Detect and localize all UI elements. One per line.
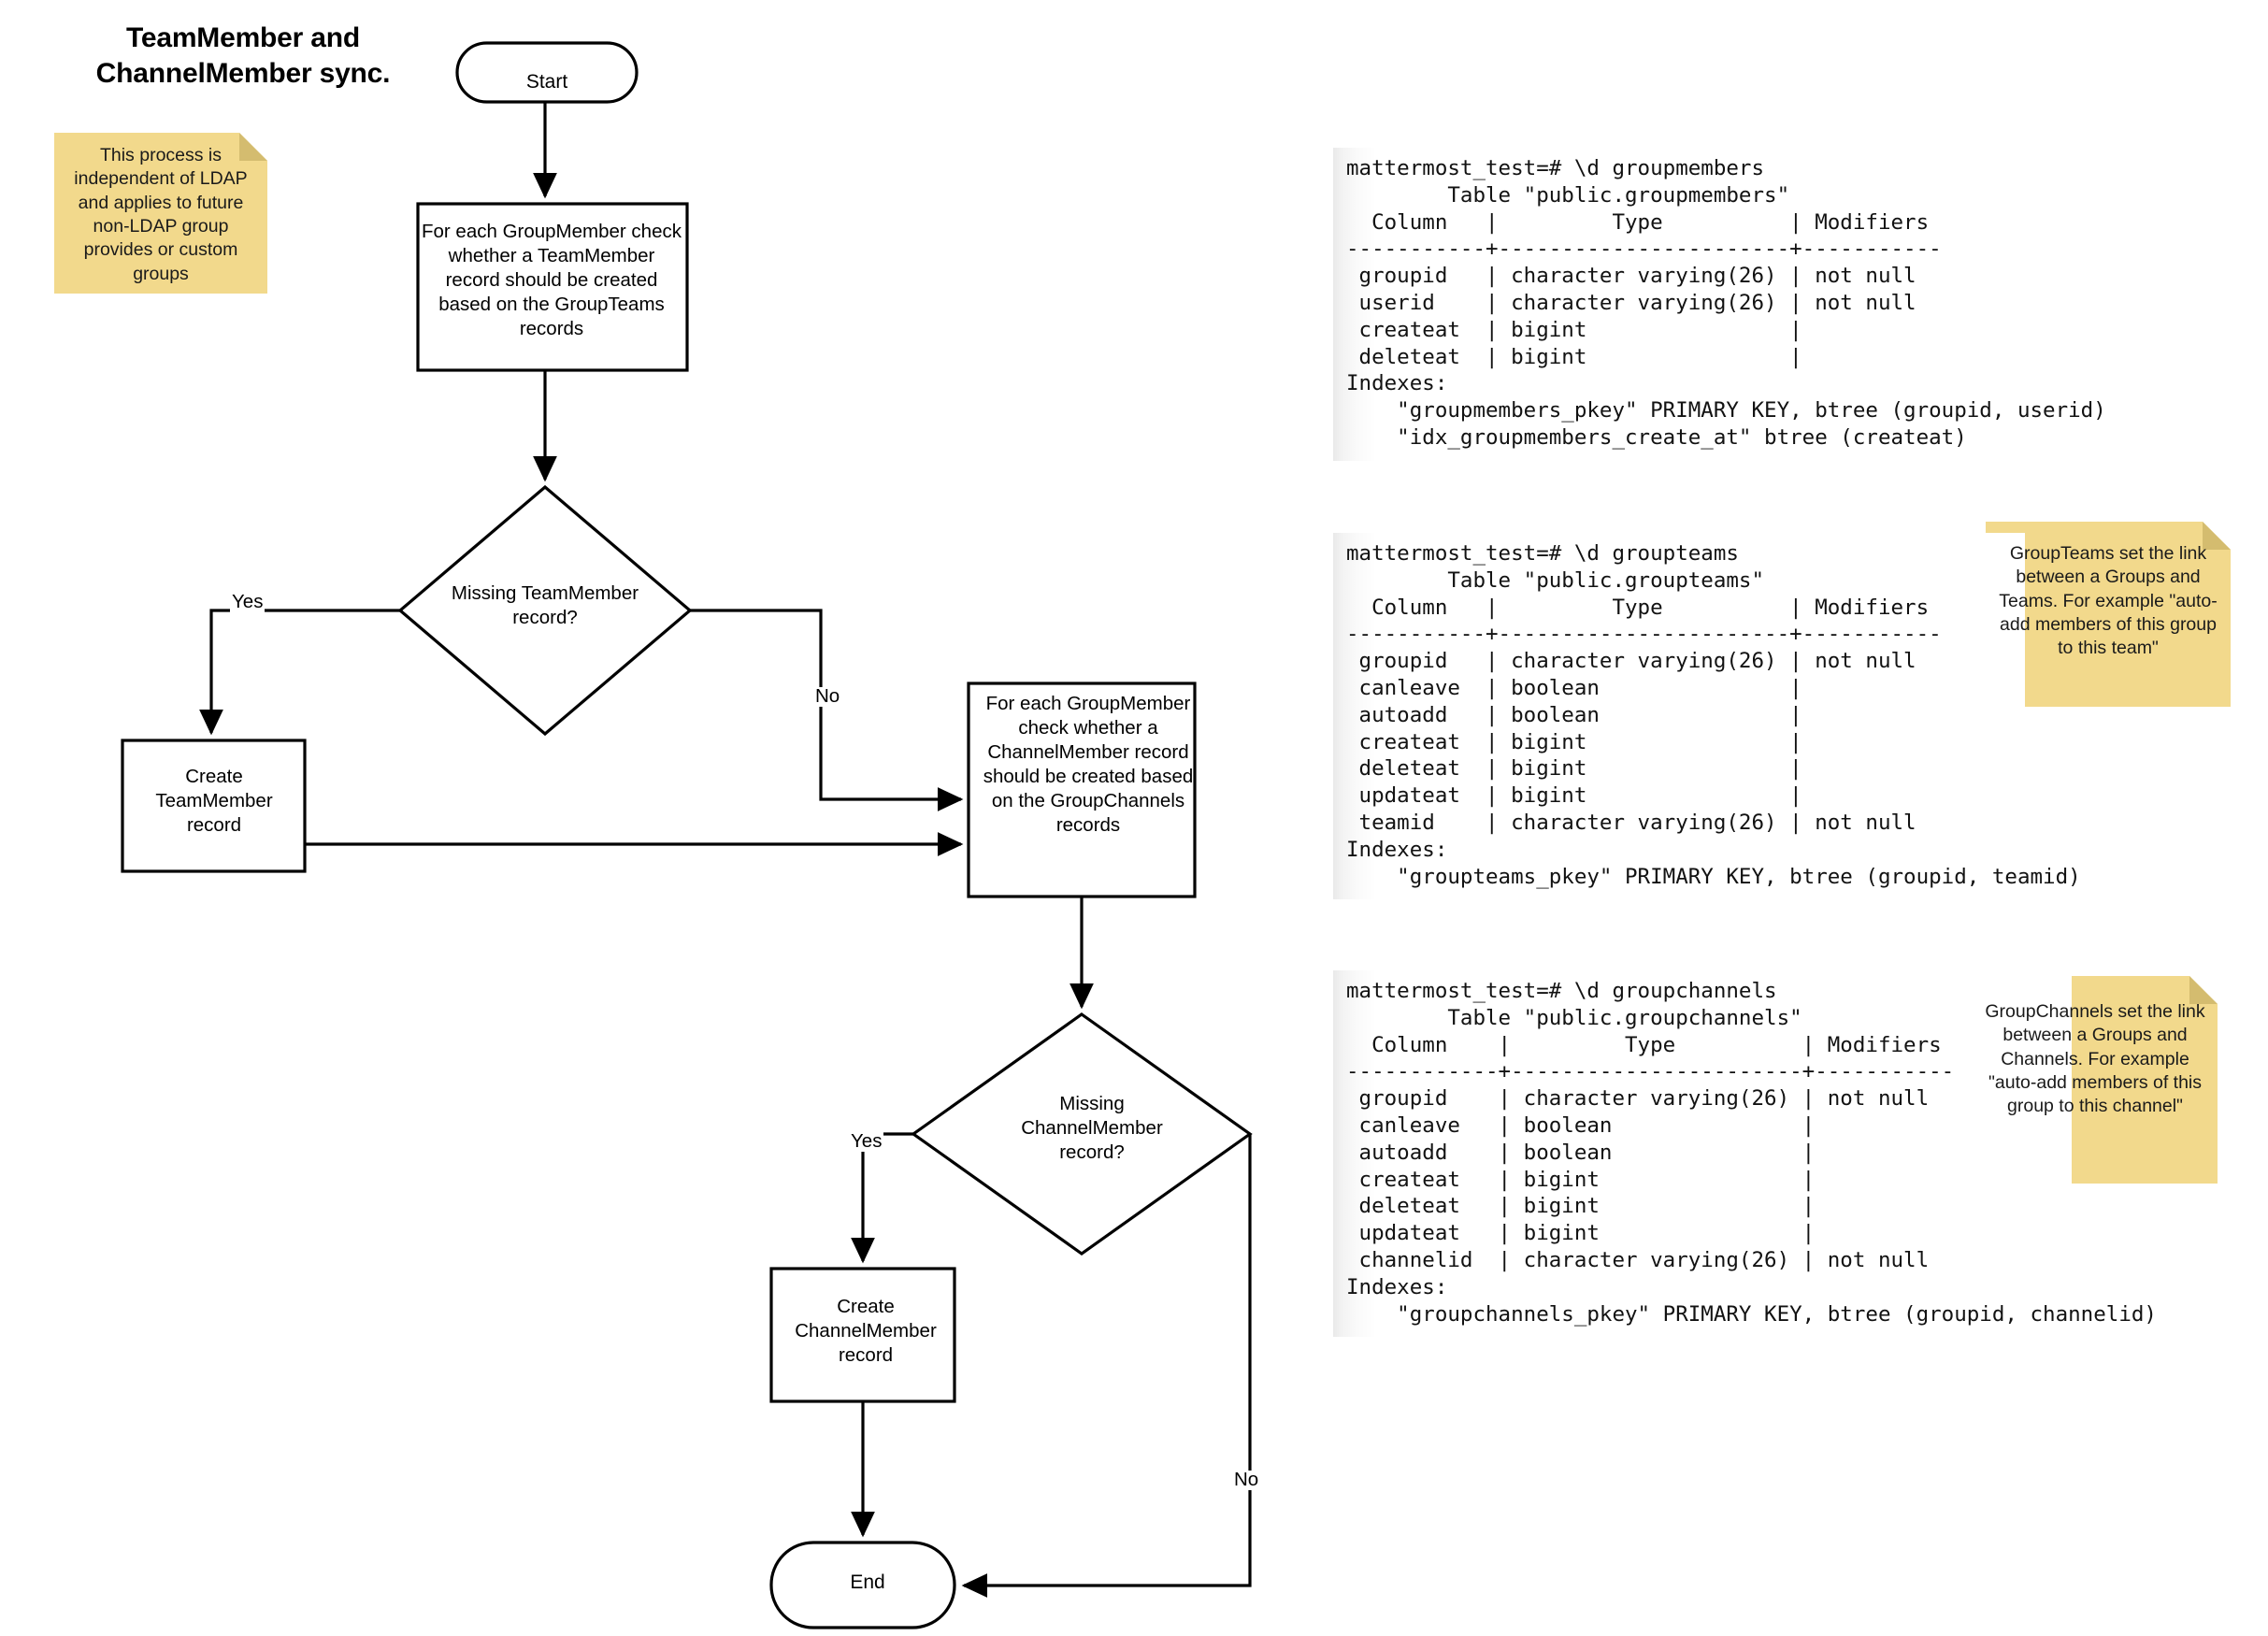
page-title: TeamMember and ChannelMember sync. <box>95 22 391 90</box>
edge-label-no-teammember: No <box>813 685 842 707</box>
sticky-note-groupchannels[interactable]: GroupChannels set the link between a Gro… <box>1973 976 2218 1184</box>
terminal-output-groupteams: mattermost_test=# \d groupteams Table "p… <box>1333 533 2081 900</box>
edge-decision2-no <box>961 1134 1252 1598</box>
terminal-output-groupmembers: mattermost_test=# \d groupmembers Table … <box>1333 148 2106 461</box>
edge-decision1-yes <box>199 609 400 736</box>
edge-label-no-channelmember: No <box>1232 1469 1261 1490</box>
node-start[interactable] <box>455 41 639 104</box>
edge-label-yes-teammember: Yes <box>230 591 266 612</box>
node-create-teammember[interactable] <box>121 739 307 873</box>
node-process-teammember[interactable] <box>416 202 689 372</box>
node-end[interactable] <box>769 1541 956 1629</box>
terminal-output-groupchannels: mattermost_test=# \d groupchannels Table… <box>1333 970 2157 1338</box>
node-decision-teammember[interactable] <box>397 484 693 737</box>
sticky-note-groupchannels-text: GroupChannels set the link between a Gro… <box>1985 1001 2205 1117</box>
edge-label-yes-channelmember: Yes <box>849 1130 884 1152</box>
edge-decision2-yes <box>851 1132 913 1264</box>
node-decision-channelmember[interactable] <box>911 1012 1253 1256</box>
sticky-note-groupteams-text: GroupTeams set the link between a Groups… <box>1999 543 2218 659</box>
node-process-channelmember[interactable] <box>967 682 1197 898</box>
sticky-note-groupteams[interactable]: GroupTeams set the link between a Groups… <box>1986 522 2231 707</box>
sticky-note-ldap-text: This process is independent of LDAP and … <box>74 145 248 284</box>
node-create-channelmember[interactable] <box>769 1267 956 1403</box>
sticky-note-ldap[interactable]: This process is independent of LDAP and … <box>54 133 267 294</box>
